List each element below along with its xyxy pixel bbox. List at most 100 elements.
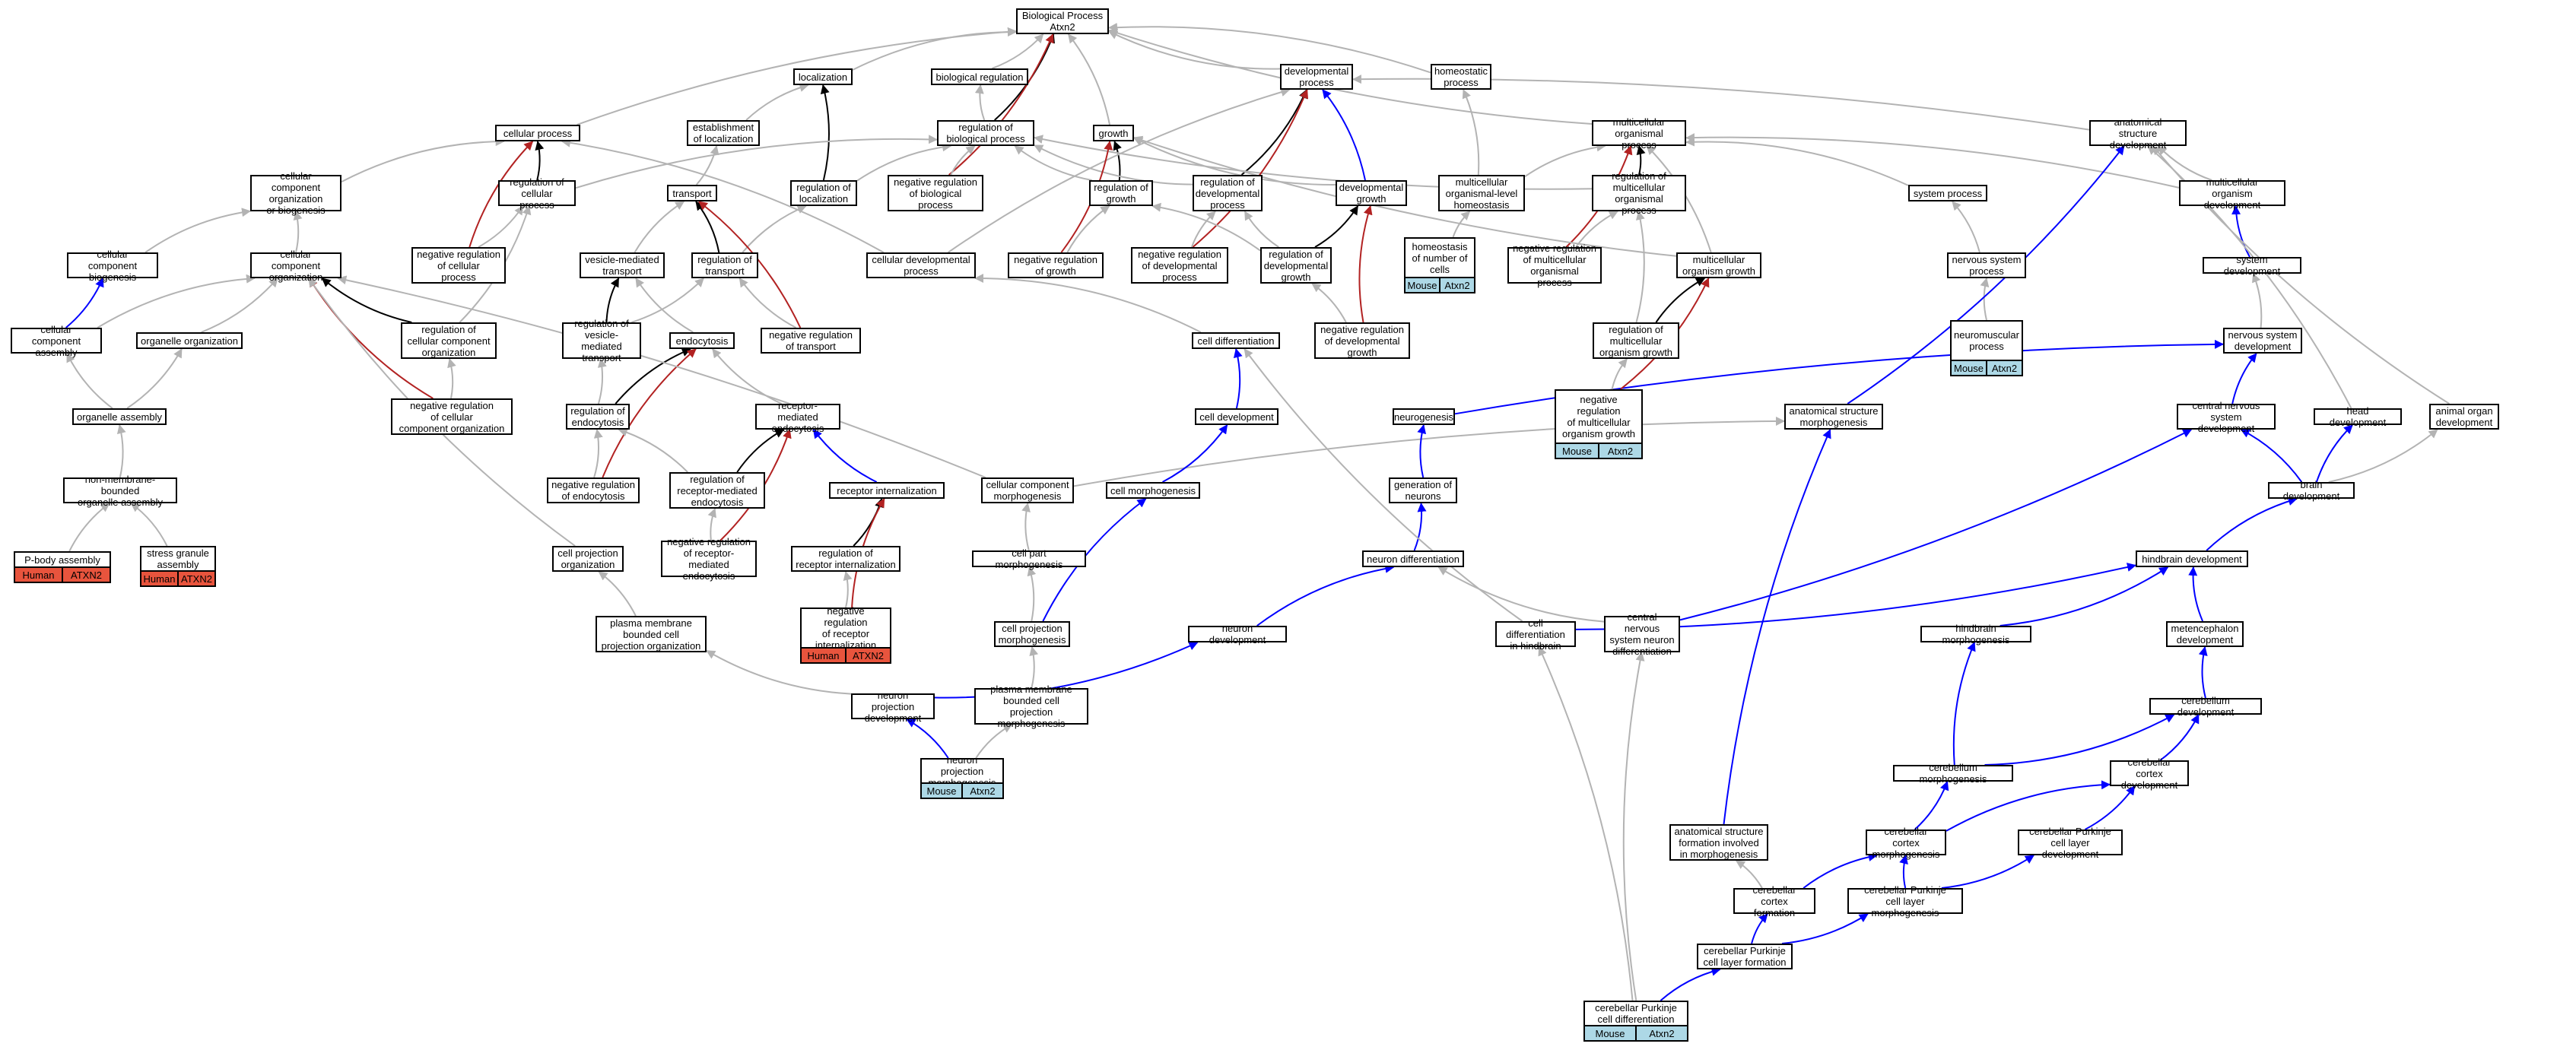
- go-term-mlh[interactable]: multicellular organismal-level homeostas…: [1438, 175, 1525, 211]
- go-term-neurdev[interactable]: neuron development: [1188, 623, 1287, 646]
- go-term-ccbiog[interactable]: cellular component biogenesis: [67, 249, 158, 283]
- go-term-mod[interactable]: multicellular organism development: [2179, 176, 2285, 211]
- go-term-nsd[interactable]: nervous system development: [2223, 328, 2302, 354]
- go-term-cbcm[interactable]: cerebellar cortex morphogenesis: [1866, 826, 1946, 860]
- go-term-cnsnd[interactable]: central nervous system neuron differenti…: [1604, 611, 1680, 657]
- go-term-mog[interactable]: multicellular organism growth: [1676, 252, 1761, 278]
- go-term-reggrowth[interactable]: regulation of growth: [1089, 180, 1153, 206]
- edge-is-a-negregcco-to-regcco: [447, 358, 456, 399]
- go-term-cbcf[interactable]: cerebellar cortex formation: [1733, 884, 1815, 918]
- go-term-homcells[interactable]: homeostasis of number of cells: [1404, 237, 1475, 278]
- go-term-celldev[interactable]: cell development: [1195, 408, 1278, 425]
- go-term-regdevgrowth[interactable]: regulation of developmental growth: [1260, 247, 1332, 284]
- go-term-rme[interactable]: receptor-mediated endocytosis: [755, 400, 840, 434]
- go-term-pmbcpm[interactable]: plasma membrane bounded cell projection …: [974, 684, 1088, 729]
- go-term-asfim[interactable]: anatomical structure formation involved …: [1669, 824, 1768, 861]
- go-term-regendo[interactable]: regulation of endocytosis: [566, 404, 630, 430]
- edge-regulates-regrecint-to-recint: [853, 498, 884, 547]
- go-term-cpcld[interactable]: cerebellar Purkinje cell layer developme…: [2018, 826, 2123, 860]
- go-term-negregbp[interactable]: negative regulation of biological proces…: [888, 175, 983, 211]
- go-term-hbmorph[interactable]: hindbrain morphogenesis: [1920, 623, 2031, 646]
- go-term-breg[interactable]: biological regulation: [931, 68, 1028, 85]
- go-term-metdev[interactable]: metencephalon development: [2166, 621, 2244, 647]
- go-term-negregcco[interactable]: negative regulation of cellular componen…: [391, 398, 513, 435]
- go-term-regdevp[interactable]: regulation of developmental process: [1193, 175, 1263, 211]
- go-term-cprojm[interactable]: cell projection morphogenesis: [994, 621, 1070, 647]
- go-term-ccob[interactable]: cellular component organization or bioge…: [250, 170, 341, 216]
- go-term-neurdiff[interactable]: neuron differentiation: [1362, 550, 1464, 567]
- go-term-negreggrowth[interactable]: negative regulation of growth: [1008, 252, 1104, 278]
- go-term-loc[interactable]: localization: [793, 68, 853, 85]
- go-term-cpclm[interactable]: cerebellar Purkinje cell layer morphogen…: [1847, 884, 1963, 918]
- go-term-regrecint[interactable]: regulation of receptor internalization: [791, 546, 900, 572]
- go-term-npm[interactable]: neuron projection morphogenesis: [920, 754, 1004, 788]
- go-term-regmog[interactable]: regulation of multicellular organism gro…: [1593, 322, 1679, 359]
- go-term-cca[interactable]: cellular component assembly: [11, 324, 102, 358]
- go-term-vmt[interactable]: vesicle-mediated transport: [580, 252, 665, 278]
- go-term-orgorg[interactable]: organelle organization: [136, 332, 243, 349]
- go-term-regloc[interactable]: regulation of localization: [790, 180, 857, 206]
- go-term-negregrme[interactable]: negative regulation of receptor-mediated…: [661, 536, 757, 582]
- go-term-estloc[interactable]: establishment of localization: [687, 120, 760, 146]
- go-term-cbcd[interactable]: cerebellar cortex development: [2110, 757, 2189, 791]
- go-term-negregdevgrowth[interactable]: negative regulation of developmental gro…: [1314, 322, 1410, 359]
- go-term-bp[interactable]: Biological Process Atxn2: [1016, 8, 1109, 34]
- go-term-nmboa[interactable]: non-membrane-bounded organelle assembly: [63, 474, 177, 508]
- go-term-transport[interactable]: transport: [667, 185, 717, 201]
- go-term-cco[interactable]: cellular component organization: [250, 249, 341, 283]
- go-term-aod[interactable]: animal organ development: [2429, 404, 2499, 430]
- go-term-celldiff[interactable]: cell differentiation: [1192, 332, 1280, 349]
- edge-part-of-cpcld-to-cbcd: [2084, 785, 2136, 830]
- go-term-orgasm[interactable]: organelle assembly: [72, 408, 167, 425]
- go-term-devp[interactable]: developmental process: [1280, 64, 1353, 90]
- edge-part-of-cca-to-ccbiog: [65, 278, 104, 328]
- go-term-sysdev[interactable]: system development: [2203, 254, 2301, 277]
- go-term-pbody[interactable]: P-body assembly: [14, 551, 111, 568]
- go-term-regcco[interactable]: regulation of cellular component organiz…: [401, 322, 497, 359]
- go-term-cbmorph[interactable]: cerebellum morphogenesis: [1893, 762, 2013, 785]
- go-term-regcp[interactable]: regulation of cellular process: [498, 176, 576, 211]
- go-term-neurogenesis[interactable]: neurogenesis: [1393, 408, 1455, 425]
- go-term-regvmt[interactable]: regulation of vesicle-mediated transport: [562, 318, 641, 363]
- go-term-negregmog[interactable]: negative regulation of multicellular org…: [1555, 389, 1643, 444]
- go-term-cdp[interactable]: cellular developmental process: [866, 252, 976, 278]
- go-term-cnsd[interactable]: central nervous system development: [2177, 400, 2276, 434]
- go-term-genneur[interactable]: generation of neurons: [1389, 477, 1457, 503]
- go-term-asd[interactable]: anatomical structure development: [2089, 116, 2187, 151]
- go-term-endo[interactable]: endocytosis: [669, 332, 735, 349]
- go-term-cpcd[interactable]: cerebellar Purkinje cell differentiation: [1583, 1001, 1688, 1026]
- go-term-asm[interactable]: anatomical structure morphogenesis: [1784, 404, 1883, 430]
- go-term-cpo[interactable]: cell projection organization: [552, 546, 624, 572]
- go-term-negregmop[interactable]: negative regulation of multicellular org…: [1507, 243, 1602, 288]
- go-term-devgrowth[interactable]: developmental growth: [1336, 180, 1407, 206]
- go-term-cdhb[interactable]: cell differentiation in hindbrain: [1495, 617, 1576, 652]
- go-term-sysp[interactable]: system process: [1908, 185, 1987, 201]
- go-term-mop[interactable]: multicellular organismal process: [1592, 116, 1686, 151]
- go-term-nmp[interactable]: neuromuscular process: [1950, 320, 2023, 361]
- go-term-ccm[interactable]: cellular component morphogenesis: [981, 477, 1074, 503]
- go-term-regrme[interactable]: regulation of receptor-mediated endocyto…: [669, 472, 765, 509]
- go-term-negregtransport[interactable]: negative regulation of transport: [761, 328, 861, 354]
- go-term-braindev[interactable]: brain development: [2268, 479, 2355, 502]
- go-term-negregendo[interactable]: negative regulation of endocytosis: [547, 477, 640, 503]
- go-term-growth[interactable]: growth: [1093, 125, 1134, 141]
- go-term-regbp[interactable]: regulation of biological process: [937, 120, 1034, 146]
- go-term-negregcp[interactable]: negative regulation of cellular process: [411, 247, 506, 284]
- go-term-regtransport[interactable]: regulation of transport: [691, 252, 758, 278]
- go-term-sga[interactable]: stress granule assembly: [140, 546, 216, 572]
- go-term-headdev[interactable]: head development: [2314, 405, 2402, 428]
- go-term-homp[interactable]: homeostatic process: [1431, 64, 1491, 90]
- go-term-nsp[interactable]: nervous system process: [1947, 252, 2026, 278]
- go-term-npd[interactable]: neuron projection development: [851, 690, 935, 724]
- go-term-negregdevp[interactable]: negative regulation of developmental pro…: [1131, 247, 1228, 284]
- go-term-cpclf[interactable]: cerebellar Purkinje cell layer formation: [1697, 944, 1793, 969]
- go-term-cp[interactable]: cellular process: [495, 125, 580, 141]
- go-term-pmbcpo[interactable]: plasma membrane bounded cell projection …: [596, 616, 707, 652]
- go-term-regmop[interactable]: regulation of multicellular organismal p…: [1592, 170, 1686, 216]
- go-term-hbdev[interactable]: hindbrain development: [2136, 550, 2248, 567]
- go-term-recint[interactable]: receptor internalization: [829, 482, 945, 499]
- go-term-cbdev[interactable]: cerebellum development: [2149, 695, 2262, 718]
- go-term-cellmorph[interactable]: cell morphogenesis: [1106, 482, 1200, 499]
- go-term-cpm[interactable]: cell part morphogenesis: [972, 547, 1086, 570]
- go-term-negregrecint[interactable]: negative regulation of receptor internal…: [800, 605, 891, 651]
